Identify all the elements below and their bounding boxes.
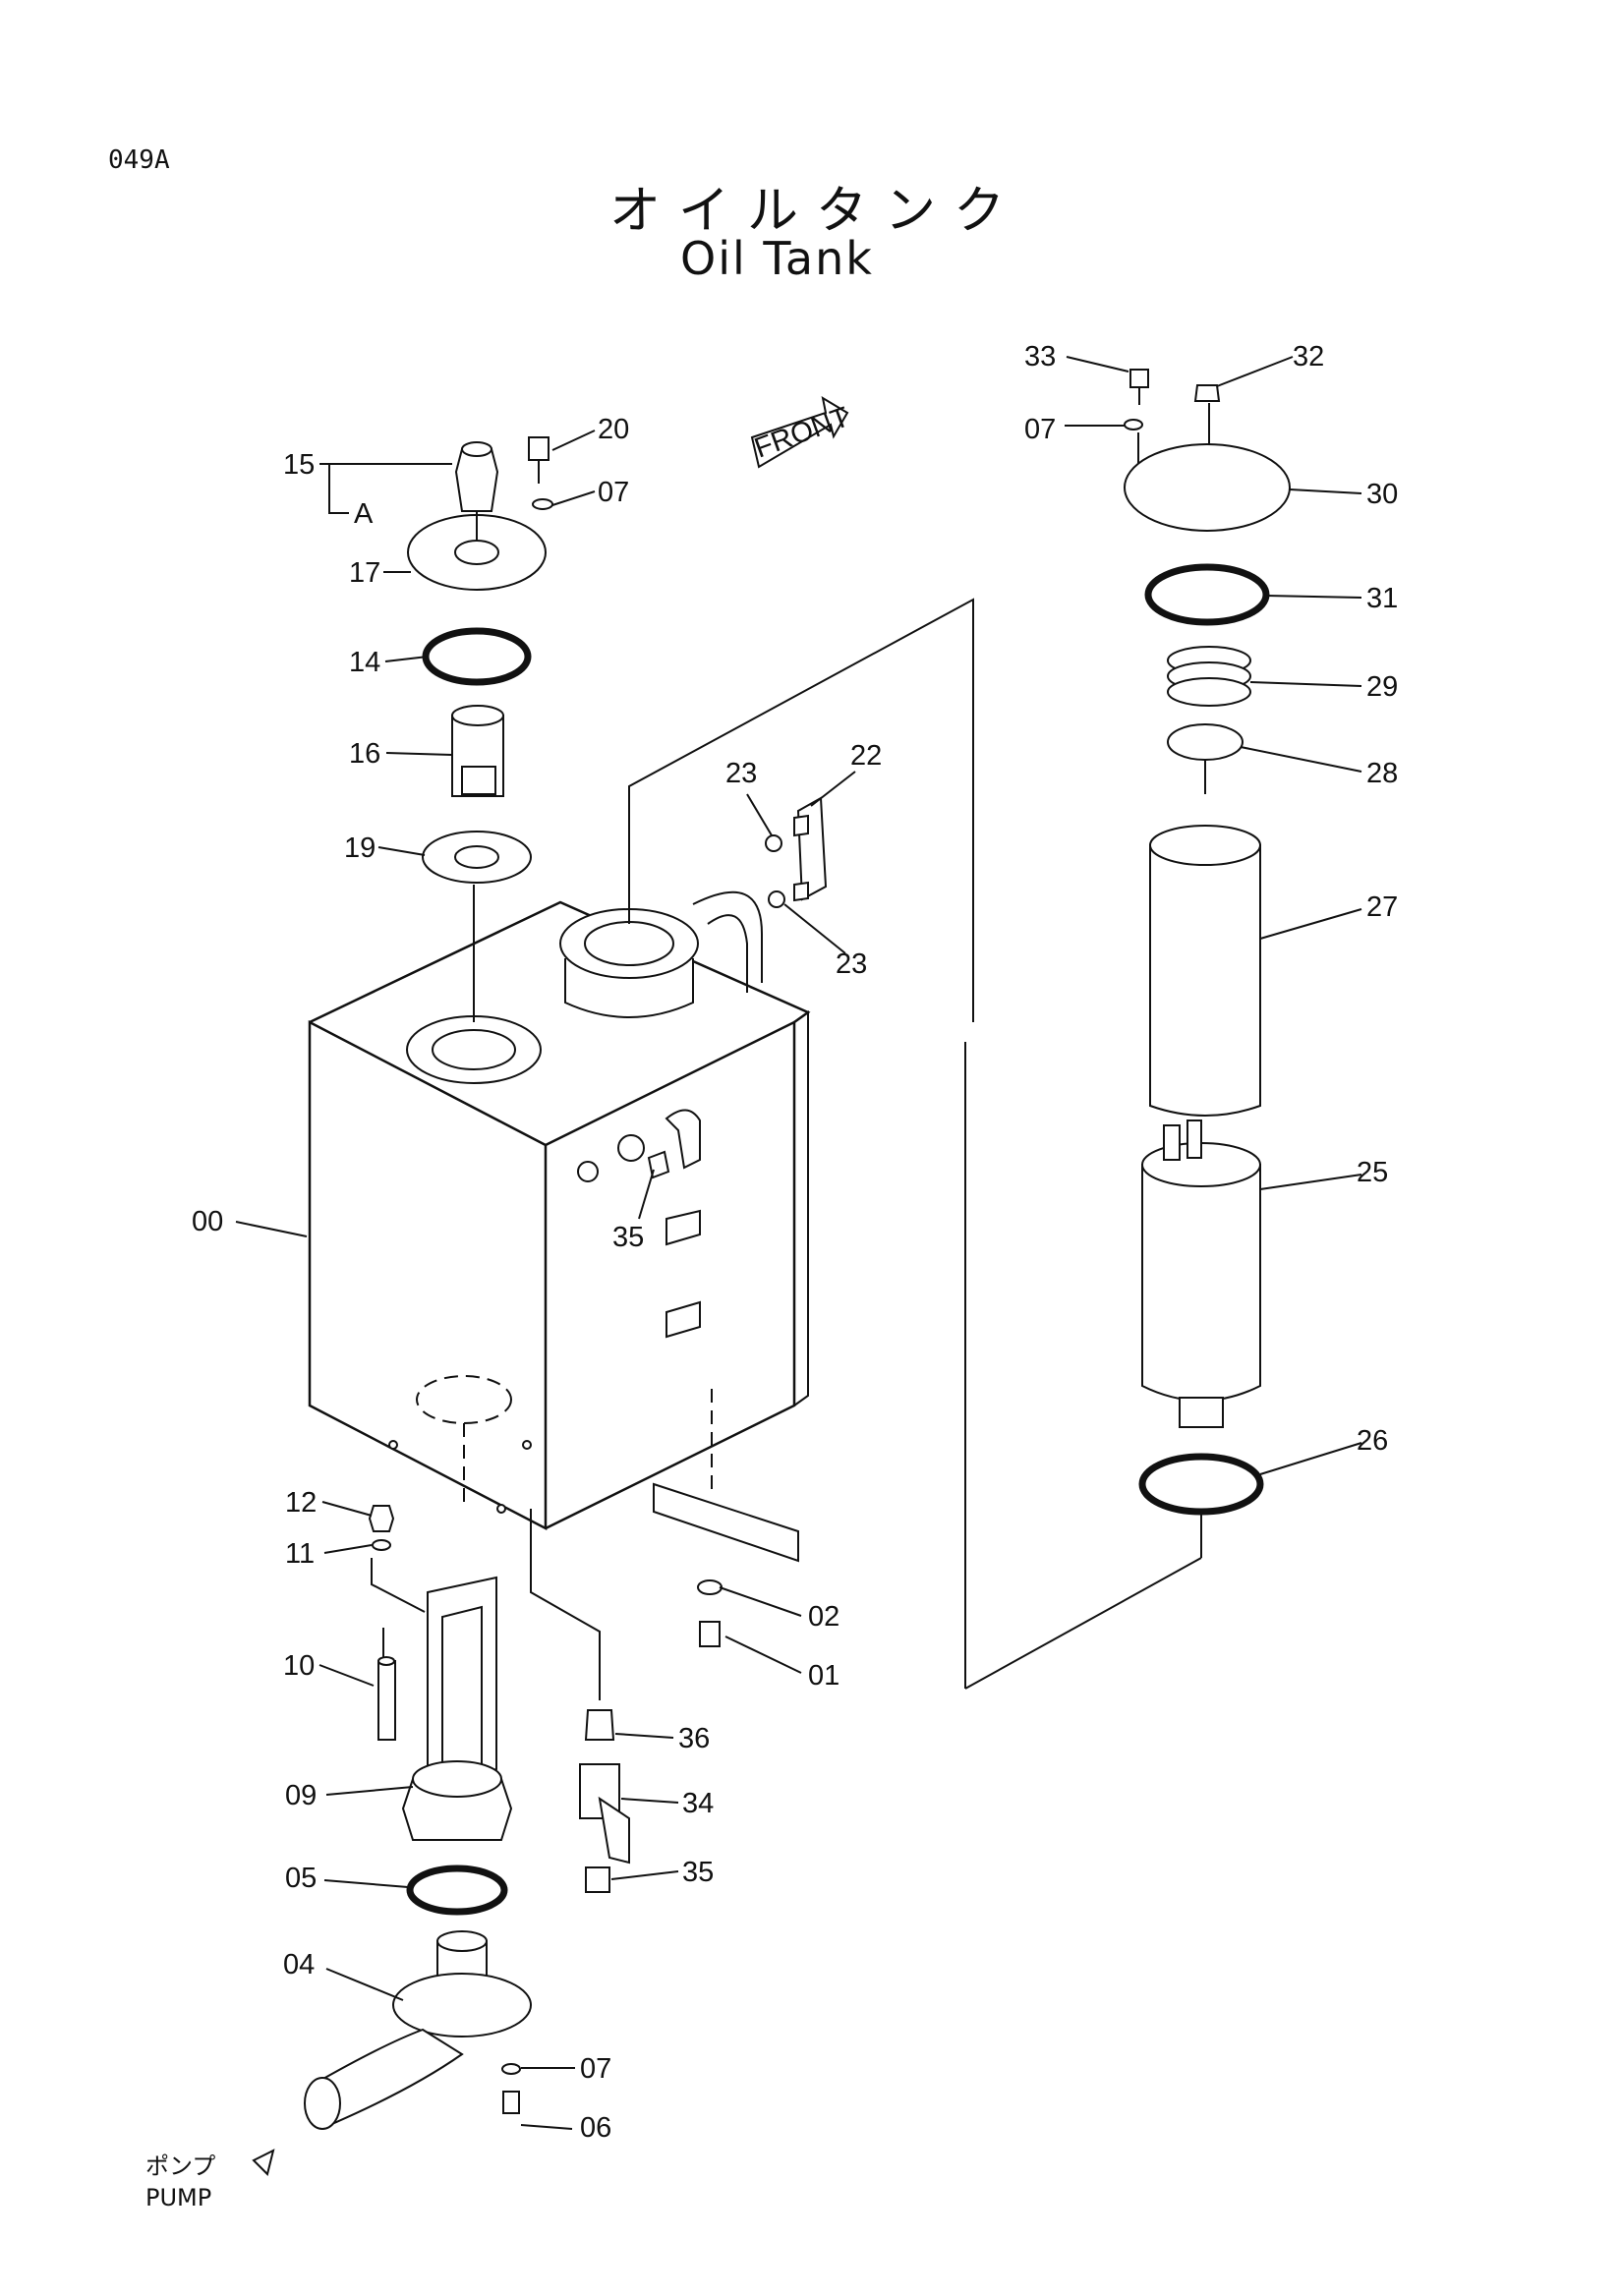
return-filter-assembly: [1124, 369, 1291, 1558]
pump-direction-label: ポンプ PUMP: [145, 2151, 215, 2213]
label-part-27: 27: [1366, 891, 1398, 923]
label-part-06: 06: [580, 2112, 611, 2144]
tank-body: [308, 890, 811, 1563]
label-part-17: 17: [349, 557, 380, 589]
label-part-04: 04: [283, 1949, 315, 1980]
front-arrow-icon: FRONT: [750, 395, 854, 469]
label-part-31: 31: [1366, 583, 1398, 614]
label-part-23: 23: [725, 758, 757, 789]
label-part-11: 11: [285, 1538, 315, 1570]
assembly-leader-lines: [371, 598, 1202, 1700]
label-part-25: 25: [1357, 1157, 1388, 1188]
page-code: 049A: [108, 145, 170, 175]
label-part-20: 20: [598, 414, 629, 445]
label-part-07: 07: [580, 2053, 611, 2085]
label-part-22: 22: [850, 740, 882, 772]
label-part-34: 34: [682, 1788, 714, 1819]
label-part-28: 28: [1366, 758, 1398, 789]
label-part-36: 36: [678, 1723, 710, 1754]
label-part-23: 23: [836, 948, 867, 980]
label-part-29: 29: [1366, 671, 1398, 703]
front-label: FRONT: [750, 401, 853, 464]
bracket-assembly: [765, 796, 828, 908]
label-part-01: 01: [808, 1660, 839, 1692]
title-japanese: オイルタンク: [609, 182, 1023, 241]
label-part-32: 32: [1293, 341, 1324, 373]
label-part-14: 14: [349, 647, 380, 678]
label-part-35: 35: [612, 1222, 644, 1253]
label-part-16: 16: [349, 738, 380, 770]
label-part-26: 26: [1357, 1425, 1388, 1457]
label-part-05: 05: [285, 1863, 317, 1894]
pump-label-japanese: ポンプ: [145, 2152, 216, 2180]
label-part-09: 09: [285, 1780, 317, 1811]
label-part-30: 30: [1366, 479, 1398, 510]
breather-assembly: [407, 436, 553, 1022]
label-part-12: 12: [285, 1487, 317, 1519]
pump-label-english: PUMP: [145, 2184, 212, 2211]
suction-assembly: [252, 1505, 532, 2176]
label-part-15: 15: [283, 449, 315, 481]
drain-assembly: [579, 1579, 723, 1893]
label-part-07: 07: [1024, 414, 1056, 445]
label-part-10: 10: [283, 1650, 315, 1682]
label-leaders: [235, 356, 1362, 2130]
label-part-00: 00: [192, 1206, 223, 1237]
title-english: Oil Tank: [680, 232, 874, 285]
label-sub-a: A: [354, 498, 374, 530]
part-number-labels: 33 32 07 30 31 29 28 27 25 26 15 A 20 07…: [192, 341, 1398, 2144]
label-part-35: 35: [682, 1857, 714, 1888]
label-part-33: 33: [1024, 341, 1056, 373]
label-part-19: 19: [344, 832, 376, 864]
label-part-02: 02: [808, 1601, 839, 1633]
label-part-07: 07: [598, 477, 629, 508]
